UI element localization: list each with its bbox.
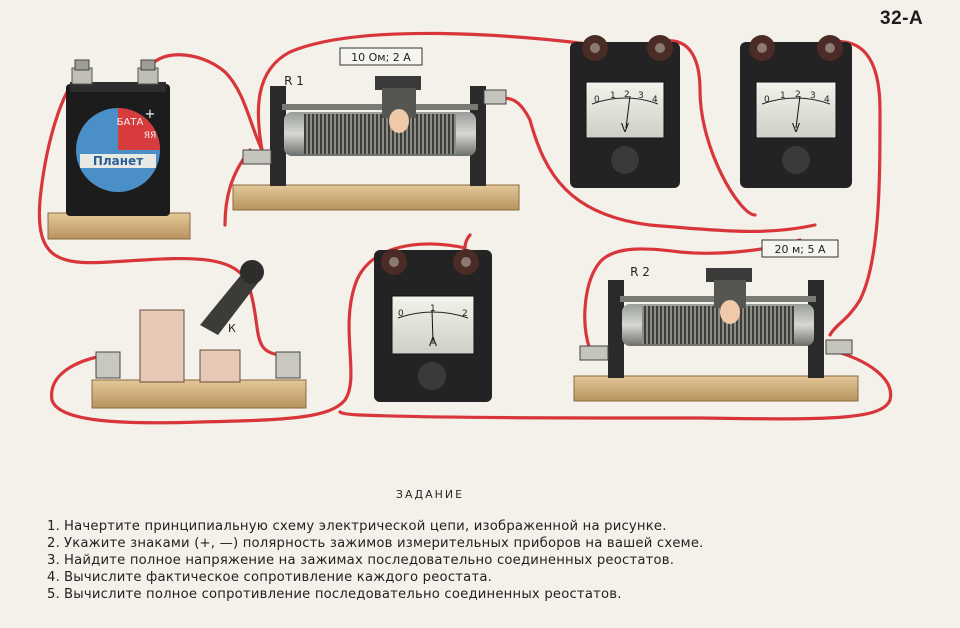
battery-terminal-right[interactable] xyxy=(137,59,159,85)
rheostat-r1-terminal-right[interactable] xyxy=(483,89,507,105)
rheostat-r1-rating-plate xyxy=(339,47,423,66)
knife-switch-handle[interactable] xyxy=(200,260,264,335)
ammeter-scale-2: 2 xyxy=(462,309,468,319)
voltmeter-2-scale-4: 4 xyxy=(824,95,830,105)
task-item: 5.Вычислите полное сопротивление последо… xyxy=(47,587,622,602)
voltmeter-1-scale-4: 4 xyxy=(652,95,658,105)
battery-label-top: БАТА xyxy=(117,117,144,128)
knife-switch-terminal-right[interactable] xyxy=(275,351,301,379)
voltmeter-1-scale-1: 1 xyxy=(610,91,616,101)
ammeter-terminal-right[interactable] xyxy=(453,249,479,275)
voltmeter-1-scale-3: 3 xyxy=(638,91,644,101)
battery-base xyxy=(47,212,191,240)
connecting-wires xyxy=(37,31,893,425)
knife-switch-label: К xyxy=(228,322,236,335)
wire-r1-to-voltmeter1-right xyxy=(493,96,817,234)
circuit-illustration: БАТА ЯЯ Планет + xyxy=(37,31,893,425)
rheostat-r1: 10 Ом; 2 А R 1 xyxy=(232,47,520,211)
voltmeter-1-scale-2: 2 xyxy=(624,90,630,100)
battery-brand: Планет xyxy=(93,154,143,168)
page-number: 32-А xyxy=(880,8,924,29)
battery-label-mid: ЯЯ xyxy=(144,131,157,141)
ammeter-scale-1: 1 xyxy=(430,304,436,314)
task-item: 2.Укажите знаками (+, —) полярность зажи… xyxy=(47,536,704,551)
battery: БАТА ЯЯ Планет + xyxy=(47,59,191,240)
wire-r2-to-ammeter-bottom xyxy=(338,348,893,421)
wire-switch-to-r2 xyxy=(50,242,467,425)
ammeter-scale-0: 0 xyxy=(398,309,404,319)
knife-switch: К xyxy=(91,260,307,409)
voltmeter-1-unit: V xyxy=(621,121,630,135)
wire-voltmeter1-to-voltmeter2 xyxy=(658,39,757,217)
wire-ammeter-to-r2 xyxy=(463,233,472,250)
voltmeter-2-scale-1: 1 xyxy=(780,91,786,101)
ammeter-knob[interactable] xyxy=(418,362,446,390)
rheostat-r2-rating: 20 м; 5 А xyxy=(774,243,825,256)
rheostat-r2-terminal-left[interactable] xyxy=(579,345,609,361)
voltmeter-2-scale-3: 3 xyxy=(810,91,816,101)
rheostat-r1-base xyxy=(232,184,520,211)
wire-voltmeter2-to-r2 xyxy=(828,39,882,337)
voltmeter-1-dial xyxy=(585,81,665,139)
ammeter-unit: А xyxy=(429,335,438,349)
ammeter-terminal-left[interactable] xyxy=(381,249,407,275)
voltmeter-1-needle xyxy=(625,95,631,129)
ammeter-needle xyxy=(431,309,434,343)
battery-terminal-left[interactable] xyxy=(71,59,93,85)
voltmeter-1: 0 1 2 3 4 V xyxy=(570,35,680,188)
task-item: 4.Вычислите фактическое сопротивление ка… xyxy=(47,570,492,585)
ammeter-dial xyxy=(391,295,475,355)
rheostat-r2-slider[interactable] xyxy=(706,268,752,324)
rheostat-r1-slider-rod xyxy=(282,104,478,110)
voltmeter-2-dial xyxy=(755,81,837,139)
task-item: 3.Найдите полное напряжение на зажимах п… xyxy=(47,553,675,568)
rheostat-r1-rating: 10 Ом; 2 А xyxy=(351,51,411,64)
rheostat-r1-name: R 1 xyxy=(284,74,304,88)
voltmeter-2-scale-0: 0 xyxy=(764,95,770,105)
ammeter: 0 1 2 А xyxy=(374,249,492,402)
wire-ammeter-to-r2-left xyxy=(583,238,802,352)
task-title: ЗАДАНИЕ xyxy=(395,488,465,501)
voltmeter-1-terminal-left[interactable] xyxy=(582,35,608,61)
wire-battery-to-switch xyxy=(37,70,287,357)
voltmeter-1-knob[interactable] xyxy=(611,146,639,174)
voltmeter-2-knob[interactable] xyxy=(782,146,810,174)
rheostat-r2-rating-plate xyxy=(761,239,839,258)
wire-r1-to-voltmeter1 xyxy=(256,31,597,152)
wire-battery-to-r1 xyxy=(146,53,264,152)
rheostat-r2: 20 м; 5 А R 2 xyxy=(573,239,859,402)
rheostat-r1-slider[interactable] xyxy=(375,76,421,133)
voltmeter-2-needle xyxy=(795,95,801,129)
rheostat-r2-name: R 2 xyxy=(630,265,650,279)
rheostat-r2-coil xyxy=(642,306,794,344)
rheostat-r2-terminal-right[interactable] xyxy=(825,339,853,355)
battery-plus-sign: + xyxy=(145,107,156,122)
rheostat-r1-coil xyxy=(304,114,456,154)
task-item: 1.Начертите принципиальную схему электри… xyxy=(47,519,667,534)
rheostat-r1-terminal-left[interactable] xyxy=(242,149,272,165)
voltmeter-2: 0 1 2 3 4 V xyxy=(740,35,852,188)
rheostat-r2-base xyxy=(573,375,859,402)
voltmeter-1-terminal-right[interactable] xyxy=(647,35,673,61)
voltmeter-2-terminal-right[interactable] xyxy=(817,35,843,61)
task-list: 1.Начертите принципиальную схему электри… xyxy=(47,518,927,603)
voltmeter-1-scale-0: 0 xyxy=(594,95,600,105)
knife-switch-terminal-left[interactable] xyxy=(95,351,121,379)
voltmeter-2-terminal-left[interactable] xyxy=(749,35,775,61)
knife-switch-base xyxy=(91,379,307,409)
voltmeter-2-scale-2: 2 xyxy=(795,90,801,100)
